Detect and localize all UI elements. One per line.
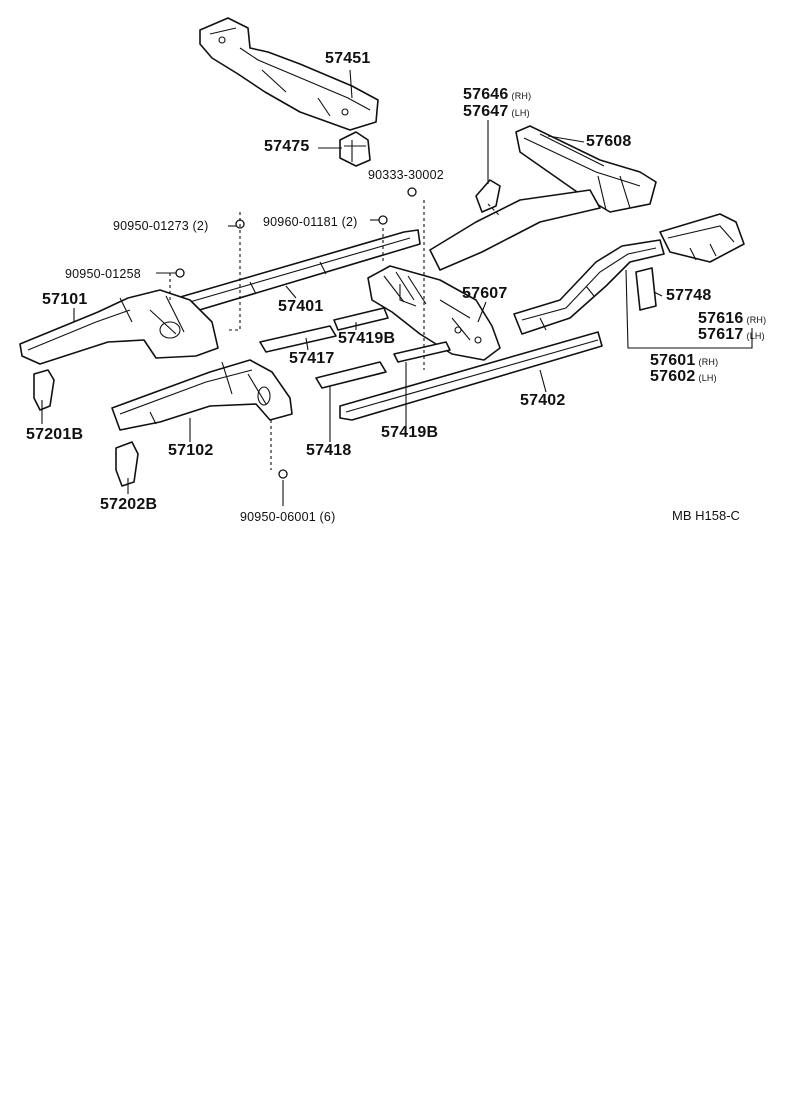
label-57201b: 57201B	[26, 426, 84, 443]
part-57601-drawing	[513, 239, 665, 335]
label-57748: 57748	[666, 287, 712, 304]
part-57748-drawing	[635, 267, 657, 311]
label-57102: 57102	[168, 442, 214, 459]
label-57417: 57417	[289, 350, 335, 367]
label-57451: 57451	[325, 50, 371, 67]
part-57419b-drawing-b	[393, 341, 451, 363]
part-57451-drawing	[199, 17, 379, 131]
side-rh-57646: (RH)	[511, 91, 532, 101]
label-57608: 57608	[586, 133, 632, 150]
label-90950-01258: 90950-01258	[65, 267, 141, 281]
label-57475: 57475	[264, 138, 310, 155]
label-57607: 57607	[462, 285, 508, 302]
part-57418-drawing	[315, 361, 387, 389]
side-lh-57602: (LH)	[698, 373, 717, 383]
side-rh-57601: (RH)	[698, 357, 719, 367]
diagram-code: MB H158-C	[672, 508, 740, 523]
part-57417-drawing	[259, 325, 337, 353]
part-57201b-drawing	[33, 369, 55, 411]
label-57617: 57617(LH)	[698, 326, 765, 345]
part-57475-drawing	[339, 131, 371, 167]
part-57607-drawing	[367, 189, 601, 361]
label-57418: 57418	[306, 442, 352, 459]
part-57646-drawing	[475, 179, 501, 213]
side-lh-57647: (LH)	[511, 108, 530, 118]
label-57601: 57601(RH)	[650, 352, 718, 371]
label-90950-06001: 90950-06001 (6)	[240, 510, 336, 524]
label-57646-number: 57646	[463, 86, 509, 103]
part-57102-drawing	[111, 359, 293, 431]
label-90960-01181: 90960-01181 (2)	[263, 215, 358, 229]
label-57101: 57101	[42, 291, 88, 308]
part-57202b-drawing	[115, 441, 139, 487]
label-57646: 57646(RH)	[463, 86, 531, 105]
label-57616-number: 57616	[698, 310, 744, 327]
label-57601-number: 57601	[650, 352, 696, 369]
label-57602: 57602(LH)	[650, 368, 717, 387]
nut-90333-30002-icon	[407, 187, 417, 197]
label-57419b-lower: 57419B	[381, 424, 439, 441]
label-57419b-upper: 57419B	[338, 330, 396, 347]
label-57647-number: 57647	[463, 103, 509, 120]
side-lh-57617: (LH)	[746, 331, 765, 341]
nut-90960-01181-icon	[378, 215, 388, 225]
part-57419b-drawing-a	[333, 307, 389, 331]
plug-90950-06001-icon	[278, 469, 288, 479]
label-57402: 57402	[520, 392, 566, 409]
side-rh-57616: (RH)	[746, 315, 767, 325]
label-57617-number: 57617	[698, 326, 744, 343]
label-90333-30002: 90333-30002	[368, 168, 444, 182]
label-57202b: 57202B	[100, 496, 158, 513]
label-90950-01273: 90950-01273 (2)	[113, 219, 209, 233]
label-57602-number: 57602	[650, 368, 696, 385]
label-57616: 57616(RH)	[698, 310, 766, 329]
label-57401: 57401	[278, 298, 324, 315]
bolt-90950-01258-icon	[175, 268, 185, 278]
part-57608-drawing	[515, 125, 657, 213]
part-57101-drawing	[19, 289, 219, 365]
part-57616-drawing	[659, 213, 745, 263]
label-57647: 57647(LH)	[463, 103, 530, 122]
